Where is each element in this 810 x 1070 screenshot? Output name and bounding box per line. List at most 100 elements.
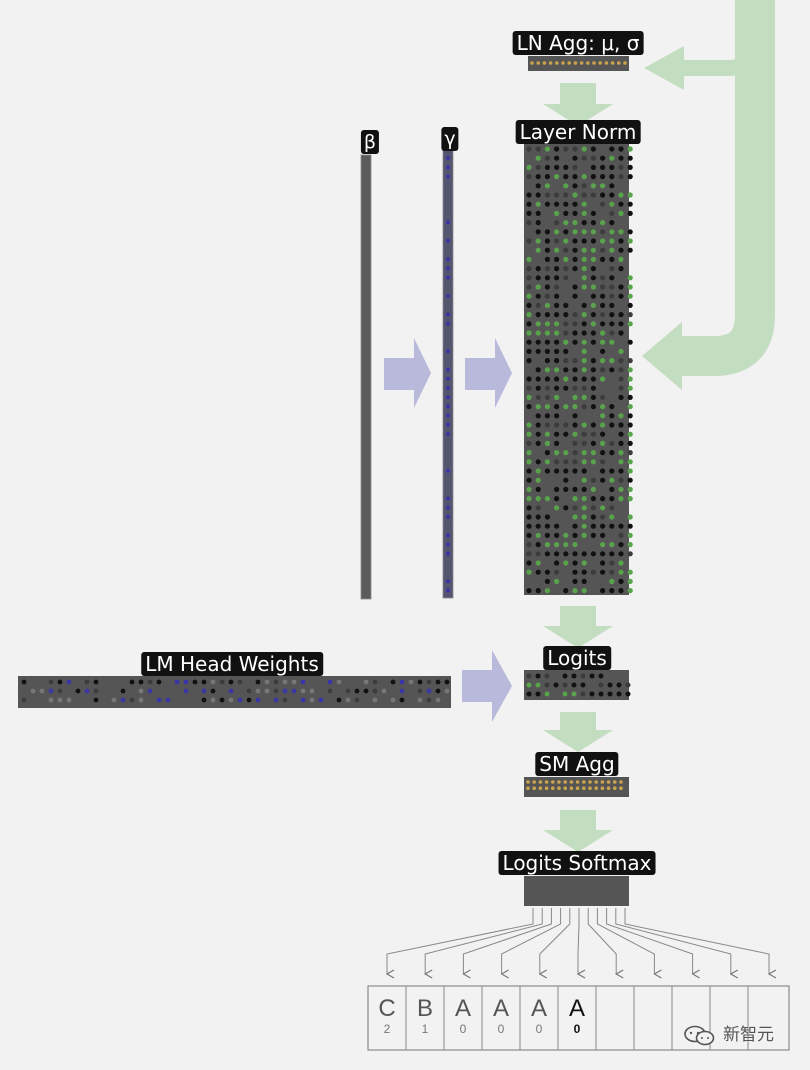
tensor-dot xyxy=(557,786,561,790)
tensor-dot xyxy=(627,440,633,446)
tensor-dot xyxy=(606,786,611,790)
tensor-dot xyxy=(581,459,587,465)
tensor-dot xyxy=(600,238,606,244)
tensor-dot xyxy=(609,339,615,345)
tensor-dot xyxy=(627,229,633,235)
tensor-dot xyxy=(609,229,615,235)
tensor-dot xyxy=(618,330,624,336)
tensor-dot xyxy=(618,477,624,483)
tensor-dot xyxy=(590,367,597,373)
tensor-dot xyxy=(255,697,261,703)
tensor-dot xyxy=(435,679,441,685)
tensor-dot xyxy=(526,339,532,345)
tensor-dot xyxy=(554,210,560,216)
tensor-dot xyxy=(526,459,532,465)
tensor-dot xyxy=(526,450,532,456)
tensor-dot xyxy=(563,560,569,566)
tensor-dot xyxy=(609,256,615,262)
tensor-dot xyxy=(544,229,551,235)
tensor-dot xyxy=(592,61,596,65)
tensor-dot xyxy=(526,174,532,180)
flow-arrow-ln-agg-to-layer-norm xyxy=(543,83,613,126)
tensor-dot xyxy=(562,691,568,697)
tensor-dot xyxy=(581,174,587,180)
tensor-dot xyxy=(572,238,578,244)
tensor-dot xyxy=(581,440,587,446)
tensor-dot xyxy=(138,688,144,694)
tensor-dot xyxy=(526,358,532,364)
tensor-dot xyxy=(554,376,560,382)
tensor-dot xyxy=(627,275,633,281)
tensor-dot xyxy=(535,266,541,272)
tensor-dot xyxy=(618,312,624,318)
tensor-dot xyxy=(446,404,450,409)
tensor-dot xyxy=(526,284,532,290)
tensor-dot xyxy=(582,786,586,790)
tensor-dot xyxy=(147,679,153,685)
tensor-dot xyxy=(572,376,578,382)
tensor-dot xyxy=(572,560,578,566)
tensor-dot xyxy=(282,688,288,694)
tensor-dot xyxy=(580,682,586,688)
tensor-dot xyxy=(444,688,450,694)
tensor-dot xyxy=(535,174,541,180)
tensor-dot xyxy=(600,339,606,345)
tensor-dot xyxy=(627,404,633,410)
tensor-dot xyxy=(446,542,450,547)
tensor-dot xyxy=(183,688,189,694)
tensor-dot xyxy=(526,569,532,575)
tensor-dot xyxy=(609,569,615,575)
residual-arrow-head xyxy=(642,322,682,390)
tensor-dot xyxy=(526,256,532,262)
tensor-dot xyxy=(627,459,633,465)
tensor-dot xyxy=(535,367,541,373)
tensor-dot xyxy=(572,312,578,318)
tensor-dot xyxy=(174,679,180,685)
tensor-dot xyxy=(535,330,541,336)
tensor-dot xyxy=(282,679,288,685)
tensor-dot xyxy=(618,459,624,465)
tensor-dot xyxy=(111,697,117,703)
tensor-dot xyxy=(554,422,560,428)
tensor-dot xyxy=(526,691,532,697)
tensor-dot xyxy=(336,679,342,685)
tensor-dot xyxy=(581,266,587,272)
logits-softmax-block xyxy=(524,876,629,906)
tensor-dot xyxy=(426,679,432,685)
tensor-dot xyxy=(526,431,532,437)
tensor-dot xyxy=(563,220,569,226)
tensor-dot xyxy=(526,440,532,446)
tensor-dot xyxy=(554,229,560,235)
tensor-dot xyxy=(535,431,541,437)
tensor-dot xyxy=(417,697,423,703)
tensor-dot xyxy=(544,551,551,557)
tensor-dot xyxy=(156,697,162,703)
tensor-dot xyxy=(590,229,597,235)
tensor-dot xyxy=(535,146,541,152)
tensor-dot xyxy=(609,220,615,226)
tensor-dot xyxy=(580,691,586,697)
tensor-dot xyxy=(572,514,578,520)
tensor-dot xyxy=(563,146,569,152)
tensor-dot xyxy=(544,514,551,520)
tensor-dot xyxy=(535,247,541,253)
tensor-dot xyxy=(446,257,450,262)
tensor-dot xyxy=(535,682,541,688)
tensor-dot xyxy=(553,682,559,688)
tensor-dot xyxy=(526,266,532,272)
tensor-dot xyxy=(66,697,72,703)
tensor-dot xyxy=(535,385,541,391)
tensor-dot xyxy=(581,588,587,594)
tensor-dot xyxy=(554,358,560,364)
tensor-dot xyxy=(627,339,633,345)
tensor-dot xyxy=(563,266,569,272)
tensor-dot xyxy=(372,688,378,694)
tensor-dot xyxy=(618,174,624,180)
tensor-dot xyxy=(590,256,597,262)
tensor-dot xyxy=(581,431,587,437)
tensor-dot xyxy=(581,192,587,198)
tensor-dot xyxy=(581,486,587,492)
tensor-dot xyxy=(210,688,216,694)
tensor-dot xyxy=(435,697,441,703)
